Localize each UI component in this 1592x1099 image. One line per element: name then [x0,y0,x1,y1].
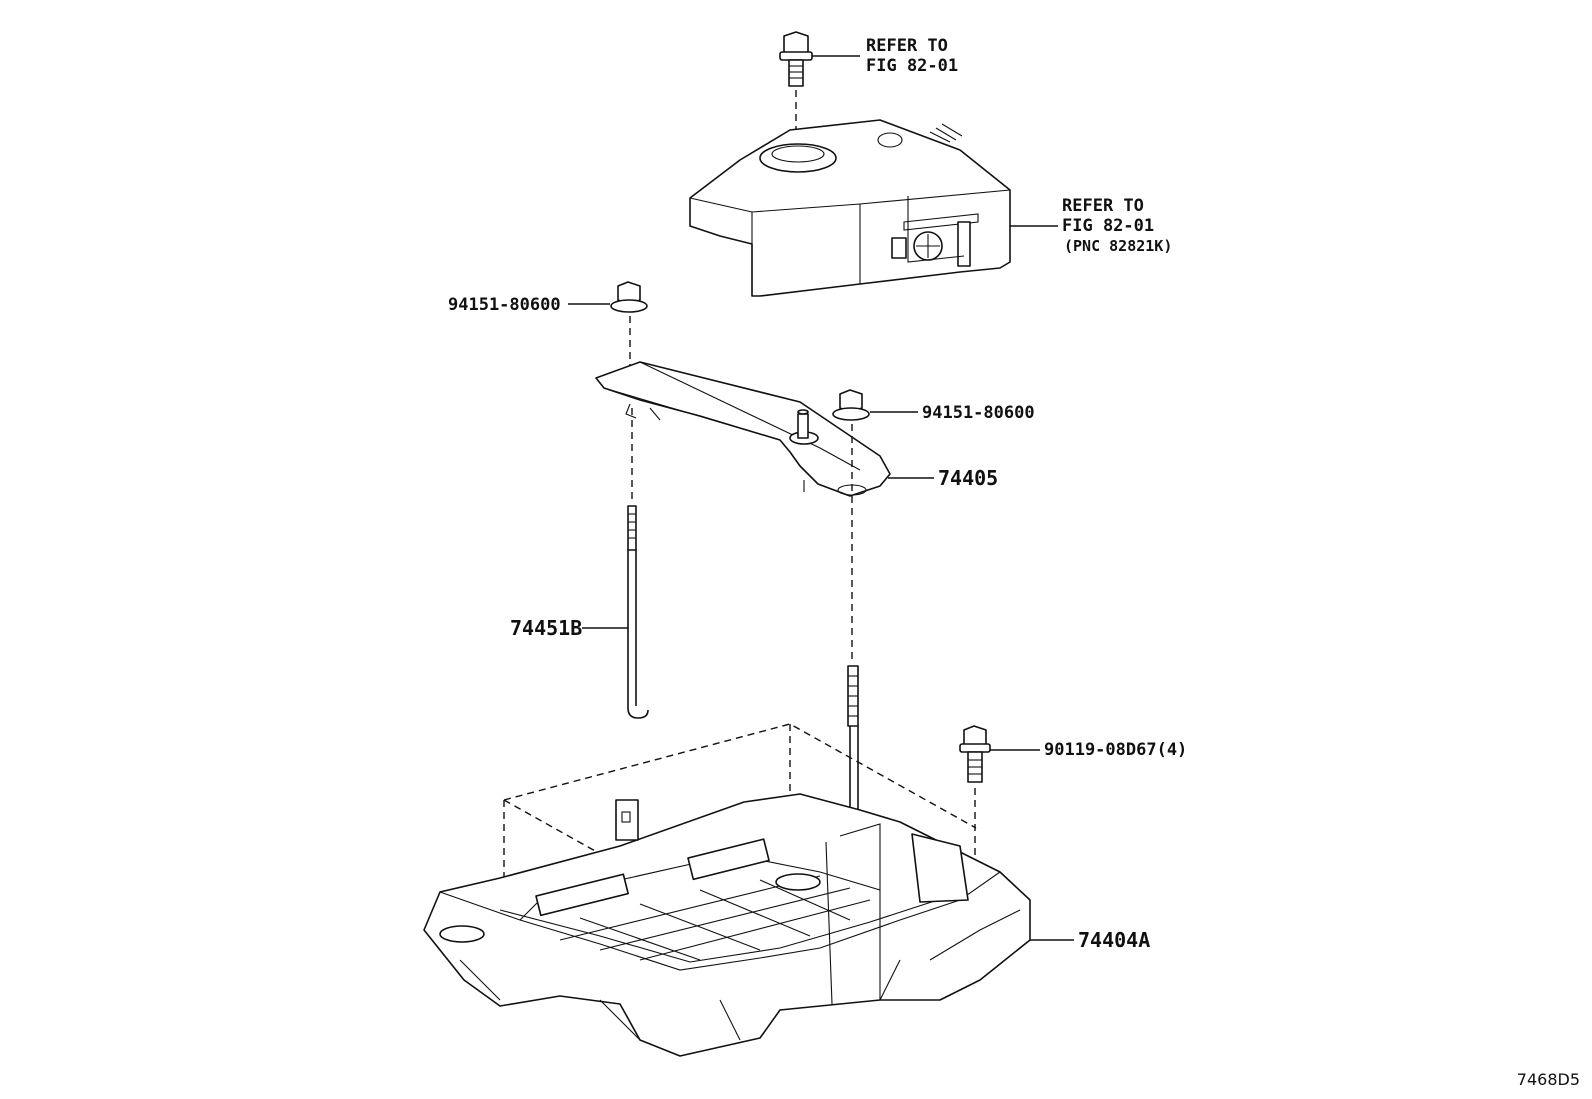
tray-bolt-label: 90119-08D67(4) [1044,740,1188,760]
hold-down-rod [627,505,649,719]
battery-clamp [595,361,891,497]
refer-line-2: FIG 82-01 [866,56,959,76]
refer-line-1: REFER TO [1062,196,1144,216]
tray-label: 74404A [1078,928,1151,952]
left-nut [610,281,648,313]
refer-line-1: REFER TO [866,36,948,56]
right-nut-label: 94151-80600 [922,403,1035,423]
top-bolt-refer-label: REFER TO FIG 82-01 [866,36,958,76]
figure-id: 7468D5 [1516,1070,1580,1089]
right-nut [832,389,870,421]
refer-line-2: FIG 82-01 [1062,216,1155,236]
top-bolt [779,31,813,87]
tray-bolt [959,725,991,783]
battery-tray [423,793,1031,1057]
clamp-label: 74405 [938,466,999,490]
pnc-reference: (PNC 82821K) [1064,237,1173,255]
rod-label: 74451B [510,616,583,640]
battery-cover [689,119,1011,297]
left-nut-label: 94151-80600 [448,295,561,315]
cover-refer-label: REFER TO FIG 82-01 (PNC 82821K) [1062,196,1172,256]
